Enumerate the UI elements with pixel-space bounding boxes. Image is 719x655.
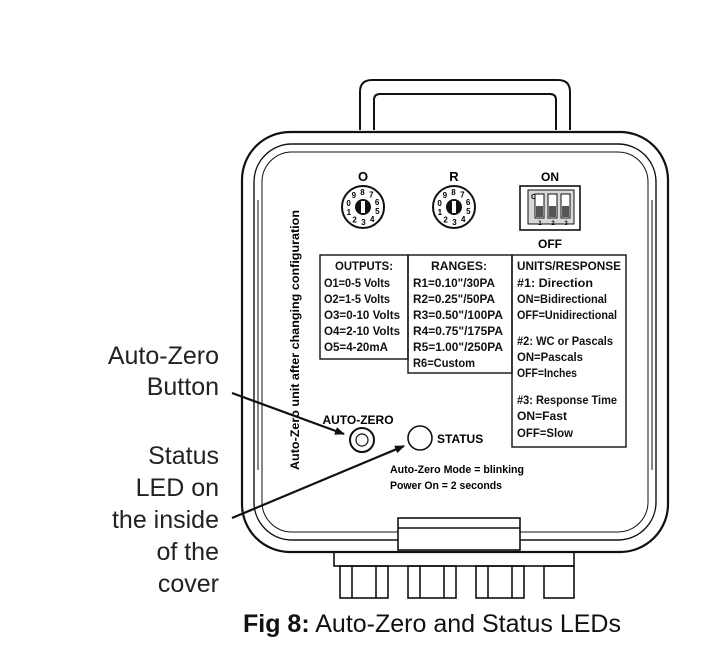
range-dial-label: R — [449, 169, 459, 184]
units-box: UNITS/RESPONSE #1: Direction ON=Bidirect… — [517, 261, 621, 440]
dial-digit: 5 — [466, 207, 471, 216]
enclosure-handle — [359, 79, 571, 130]
caption-number: Fig 8: — [243, 610, 310, 638]
units-line: OFF=Unidirectional — [517, 310, 617, 322]
dip-off-label: OFF — [538, 237, 562, 251]
bottom-connectors — [333, 517, 575, 599]
outputs-box: OUTPUTS: O1=0-5 Volts O2=1-5 Volts O3=0-… — [324, 261, 400, 354]
units-title: UNITS/RESPONSE — [517, 261, 621, 273]
units-line: #2: WC or Pascals — [517, 336, 613, 348]
ranges-box: RANGES: R1=0.10"/30PA R2=0.25"/50PA R3=0… — [413, 261, 503, 370]
callout-line: the inside — [112, 506, 219, 534]
dial-digit: 3 — [452, 218, 457, 227]
dial-digit: 9 — [352, 191, 357, 200]
auto-zero-label: AUTO-ZERO — [322, 413, 393, 427]
dial-digit: 8 — [451, 188, 456, 197]
dial-digit: 1 — [347, 208, 352, 217]
dial-digit: 2 — [443, 215, 448, 224]
dial-digit: 9 — [443, 191, 448, 200]
dial-digit: 3 — [361, 218, 366, 227]
ranges-line: R1=0.10"/30PA — [413, 278, 495, 290]
outputs-line: O3=0-10 Volts — [324, 310, 400, 322]
status-led-callout: Status LED on the inside of the cover — [112, 442, 219, 598]
units-line: #1: Direction — [517, 278, 593, 290]
units-line: OFF=Inches — [517, 368, 577, 380]
callout-line: Button — [147, 373, 219, 401]
caption-text: Auto-Zero and Status LEDs — [309, 610, 621, 638]
dial-digit: 4 — [370, 215, 375, 224]
side-instruction-text: Auto-Zero unit after changing configurat… — [288, 210, 302, 470]
units-line: #3: Response Time — [517, 395, 617, 407]
output-dial-label: O — [358, 169, 368, 184]
dip-number-3: 3 — [564, 221, 568, 227]
ranges-title: RANGES: — [431, 261, 487, 273]
units-line: OFF=Slow — [517, 428, 573, 440]
callout-line: cover — [158, 570, 219, 598]
ranges-line: R2=0.25"/50PA — [413, 294, 495, 306]
callout-line: LED on — [136, 474, 219, 502]
ranges-line: R3=0.50"/100PA — [413, 310, 503, 322]
dial-digit: 7 — [460, 191, 465, 200]
units-line: ON=Bidirectional — [517, 294, 607, 306]
dial-digit: 6 — [375, 198, 380, 207]
dial-digit: 4 — [461, 215, 466, 224]
config-table — [319, 254, 627, 448]
status-arrow — [231, 444, 405, 520]
auto-zero-arrow — [231, 391, 345, 436]
units-line: ON=Pascals — [517, 352, 583, 364]
dial-digit: 8 — [360, 188, 365, 197]
callout-line: Auto-Zero — [108, 342, 219, 370]
ranges-line: R6=Custom — [413, 358, 475, 370]
status-led: STATUS — [407, 425, 483, 451]
outputs-line: O2=1-5 Volts — [324, 294, 390, 306]
dial-digit: 6 — [466, 198, 471, 207]
outputs-title: OUTPUTS: — [335, 261, 393, 273]
outputs-line: O5=4-20mA — [324, 342, 388, 354]
dip-number-1: 1 — [538, 221, 542, 227]
ranges-line: R4=0.75"/175PA — [413, 326, 503, 338]
callout-line: of the — [156, 538, 219, 566]
dial-digit: 5 — [375, 207, 380, 216]
figure-caption: Fig 8: Auto-Zero and Status LEDs — [243, 610, 621, 639]
auto-zero-callout: Auto-Zero Button — [108, 342, 219, 401]
callout-arrows — [231, 391, 405, 520]
outputs-line: O1=0-5 Volts — [324, 278, 390, 290]
dip-switch[interactable]: ON ON 1 2 3 OFF — [519, 170, 581, 251]
units-line: ON=Fast — [517, 411, 567, 423]
dial-digit: 1 — [438, 208, 443, 217]
ranges-line: R5=1.00"/250PA — [413, 342, 503, 354]
mode-note: Auto-Zero Mode = blinking — [390, 464, 524, 476]
callout-line: Status — [148, 442, 219, 470]
auto-zero-button[interactable]: AUTO-ZERO — [322, 413, 394, 453]
status-label: STATUS — [437, 432, 483, 446]
dip-on-label: ON — [541, 170, 559, 184]
dial-digit: 2 — [352, 215, 357, 224]
outputs-line: O4=2-10 Volts — [324, 326, 400, 338]
dial-digit: 7 — [369, 191, 374, 200]
dial-digit: 0 — [346, 199, 351, 208]
dip-number-2: 2 — [551, 221, 555, 227]
mode-note: Power On = 2 seconds — [390, 480, 502, 492]
dial-digit: 0 — [437, 199, 442, 208]
